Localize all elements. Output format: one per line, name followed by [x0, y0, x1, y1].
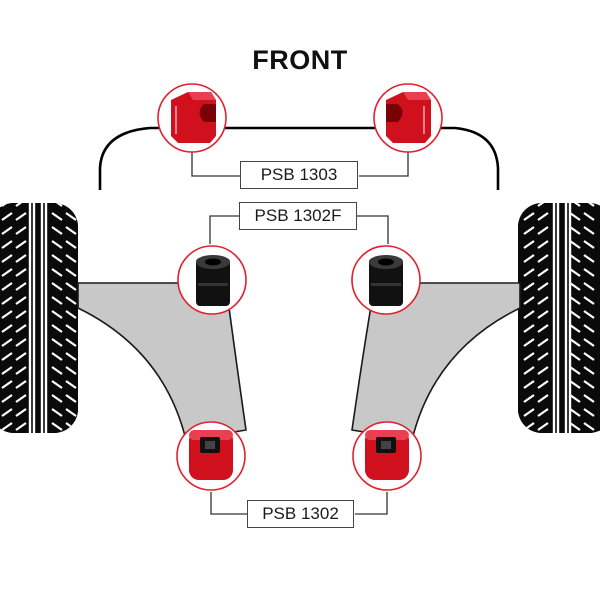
- rubber-bush-icon: [177, 245, 247, 315]
- poly-bush-icon: [352, 421, 422, 491]
- connector-lines: [191, 152, 409, 515]
- front-title: FRONT: [252, 45, 348, 75]
- tire-icon: [0, 203, 78, 433]
- tire-icon: [518, 203, 600, 433]
- rubber-bush-icon: [351, 245, 421, 315]
- label-psb-1302f: PSB 1302F: [239, 202, 357, 230]
- anti-roll-bar-bush-icon: [157, 83, 227, 153]
- poly-bush-icon: [176, 421, 246, 491]
- label-psb-1303: PSB 1303: [240, 161, 358, 189]
- anti-roll-bar-bush-icon: [373, 83, 443, 153]
- anti-roll-bar: [98, 126, 500, 190]
- label-psb-1302: PSB 1302: [247, 500, 354, 528]
